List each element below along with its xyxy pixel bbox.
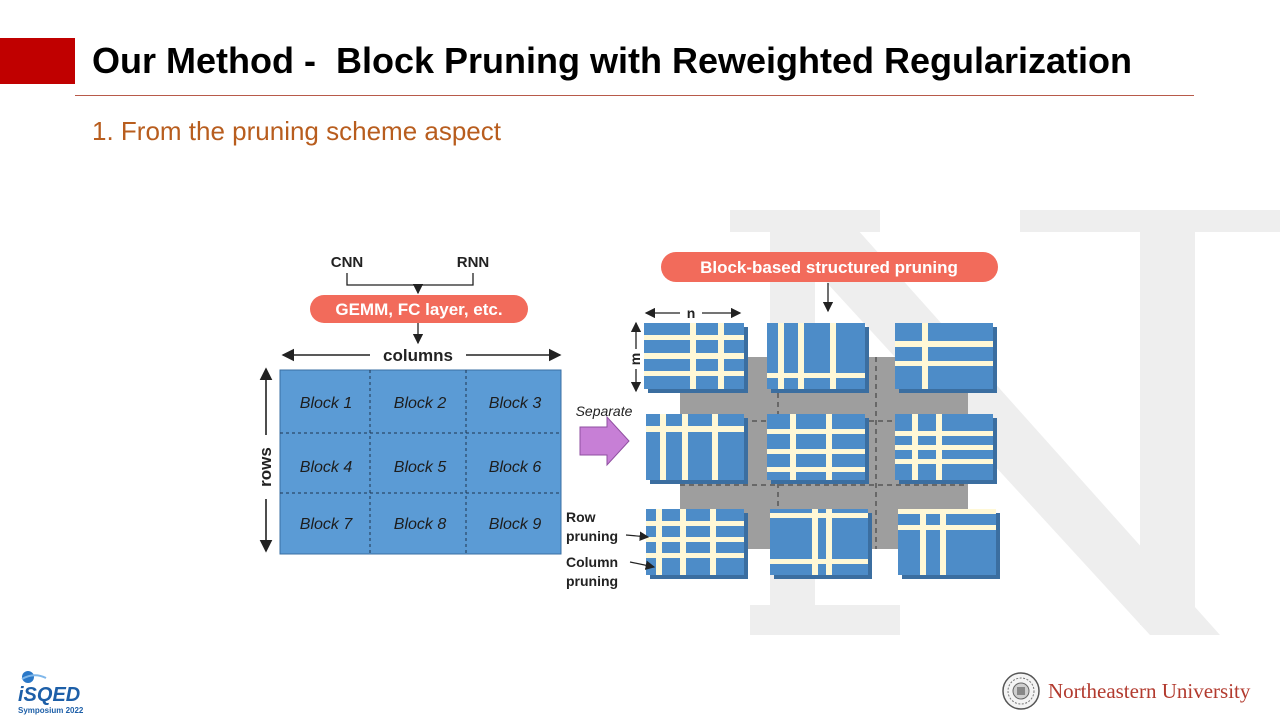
rows-label: rows [256, 447, 275, 487]
pruned-block [644, 323, 748, 393]
pruned-block [646, 509, 748, 579]
pruned-block [895, 323, 997, 393]
gemm-pill [310, 295, 528, 323]
block-label: Block 5 [394, 459, 447, 476]
block-label: Block 2 [394, 395, 447, 412]
row-pruning-label: pruning [566, 528, 618, 544]
weight-matrix [279, 369, 562, 555]
northeastern-seal-icon [1002, 672, 1040, 710]
isqed-logo-text: iSQED [18, 684, 80, 706]
rnn-label: RNN [457, 254, 490, 271]
pruned-block [898, 509, 1000, 579]
slide-subtitle: 1. From the pruning scheme aspect [92, 116, 501, 146]
isqed-symposium-text: Symposium 2022 [18, 706, 84, 715]
block-label: Block 9 [489, 516, 542, 533]
separate-label: Separate [576, 403, 633, 419]
pruned-block [646, 414, 748, 484]
pruned-block [767, 414, 869, 484]
pruned-block [895, 414, 997, 484]
university-name: Northeastern University [1048, 679, 1251, 703]
block-based-pill [661, 252, 998, 282]
pruned-block [767, 323, 869, 393]
n-label: n [687, 305, 696, 321]
title-accent-bar [0, 38, 75, 84]
block-based-label: Block-based structured pruning [700, 258, 958, 277]
block-label: Block 4 [300, 459, 353, 476]
block-label: Block 6 [489, 459, 542, 476]
title-divider [75, 95, 1194, 96]
cnn-label: CNN [331, 254, 364, 271]
separate-arrow [579, 415, 630, 467]
block-pruning-figure: CNN RNN GEMM, FC layer, etc. columns row… [256, 252, 1000, 589]
block-label: Block 3 [489, 395, 542, 412]
block-label: Block 1 [300, 395, 352, 412]
slide-title: Our Method - Block Pruning with Reweight… [92, 40, 1133, 81]
pruned-block [770, 509, 872, 579]
isqed-logo: iSQED Symposium 2022 [18, 671, 84, 715]
column-pruning-label: Column [566, 554, 618, 570]
block-label: Block 7 [300, 516, 354, 533]
block-label: Block 8 [394, 516, 447, 533]
columns-label: columns [383, 346, 453, 365]
row-pruning-label: Row [566, 509, 596, 525]
gemm-label: GEMM, FC layer, etc. [335, 300, 502, 319]
m-label: m [627, 353, 643, 365]
column-pruning-label: pruning [566, 573, 618, 589]
